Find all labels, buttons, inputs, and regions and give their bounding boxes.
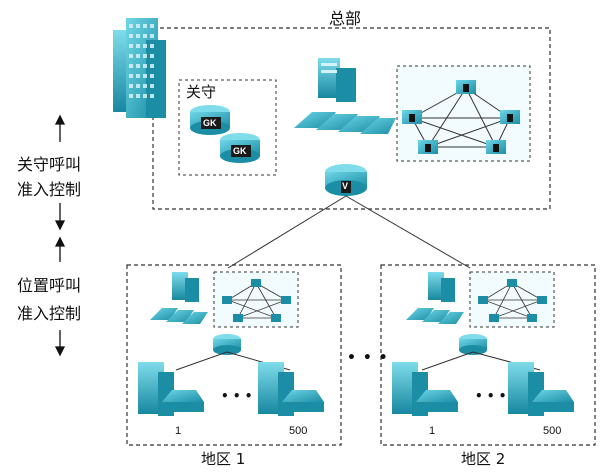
region1-server-icon: [172, 272, 199, 302]
region1-mesh-nodes: [222, 279, 291, 322]
hq-boundary: [152, 27, 551, 210]
mesh-node-icon: [456, 80, 476, 94]
region2-ip-phones-icon: [406, 308, 464, 324]
region1-phone-icon: [282, 390, 324, 412]
region1-building-icon: [258, 362, 294, 416]
gatekeeper-device-icon: [220, 133, 260, 163]
region1-label: 地区 1: [201, 450, 246, 468]
location-cac-label-line2: 准入控制: [17, 304, 82, 323]
gatekeeper-cac-label-line1: 关守呼叫: [17, 155, 82, 174]
region2-router-icon: [459, 334, 487, 355]
gk-badge: GK: [203, 118, 217, 128]
region1-phone-icon: [162, 390, 204, 412]
region2-mesh-nodes: [478, 279, 547, 322]
router-badge: V: [342, 181, 349, 191]
region1-first-index: 1: [175, 425, 182, 437]
ip-phones-icon: [294, 112, 396, 134]
region2-first-index: 1: [429, 425, 436, 437]
region2-label: 地区 2: [461, 450, 506, 468]
mesh-node-icon: [418, 140, 438, 154]
region1-boundary: [126, 264, 342, 446]
hq-building-icon: [113, 18, 166, 118]
region1-last-index: 500: [289, 425, 308, 437]
region1-ip-phones-icon: [150, 308, 208, 324]
region1-router-icon: [213, 334, 241, 355]
gatekeeper-device-icon: [190, 105, 230, 135]
router-icon: [325, 164, 367, 196]
gatekeeper-boundary: [178, 79, 277, 176]
region2-boundary: [380, 264, 596, 446]
region2-phone-icon: [416, 390, 458, 412]
region2-phone-icon: [532, 390, 574, 412]
location-cac-label-line1: 位置呼叫: [17, 276, 82, 295]
wan-link-region1: [227, 195, 347, 269]
region2-ellipsis: • • •: [475, 389, 507, 403]
location-cac-arrow-icon: [54, 236, 66, 357]
gatekeeper-cac-arrow-icon: [54, 114, 66, 231]
region1-ellipsis: • • •: [221, 389, 253, 403]
gk-badge: GK: [233, 146, 247, 156]
region2-last-index: 500: [543, 425, 562, 437]
gatekeeper-cac-label-line2: 准入控制: [17, 180, 82, 199]
mesh-node-icon: [402, 110, 422, 124]
between-regions-ellipsis: • • •: [347, 350, 389, 366]
mesh-node-icon: [486, 140, 506, 154]
wan-link-region2: [345, 195, 471, 269]
gatekeeper-label: 关守: [186, 83, 217, 101]
mesh-node-icon: [500, 110, 520, 124]
server-icon: [318, 58, 356, 102]
hq-title: 总部: [329, 9, 362, 28]
region2-server-icon: [428, 272, 455, 302]
